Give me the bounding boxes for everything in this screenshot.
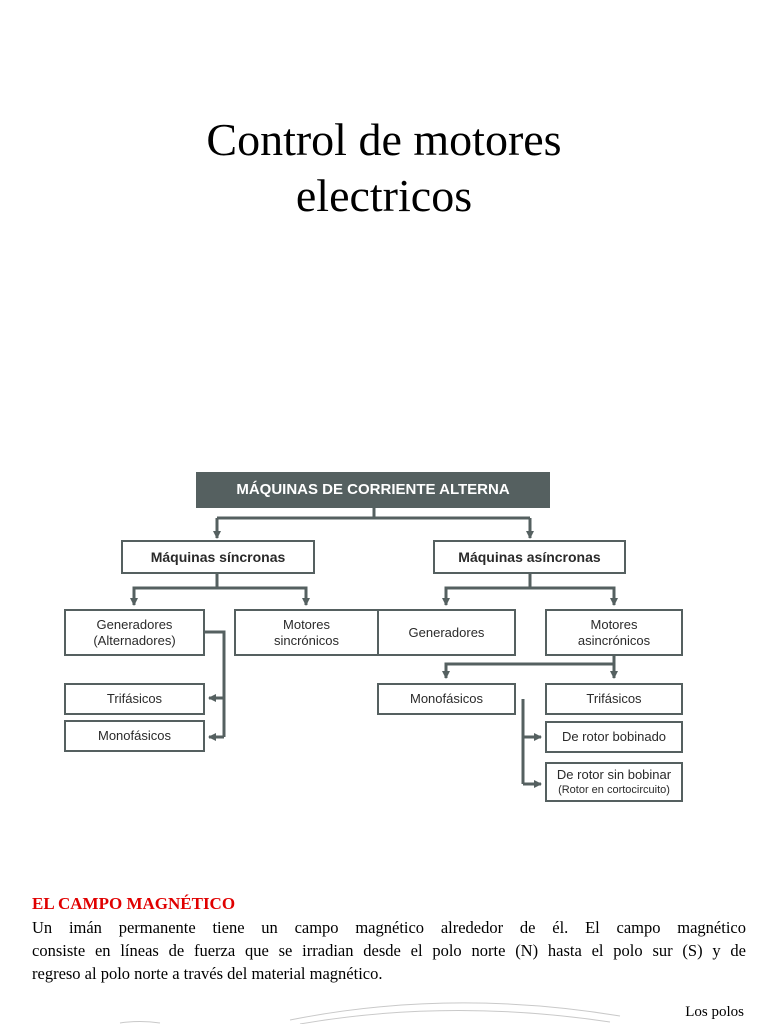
generadores-alternadores-box: Generadores (Alternadores) — [64, 609, 205, 656]
rotor-sin-bobinar-box: De rotor sin bobinar (Rotor en cortocirc… — [545, 762, 683, 802]
motores-asinc-line1: Motores — [590, 616, 638, 632]
monofasicos-sync-label: Monofásicos — [98, 728, 171, 743]
connector-root — [217, 508, 376, 520]
generadores-sync-line2: (Alternadores) — [93, 632, 176, 648]
motores-asinc-line2: asincrónicos — [577, 632, 651, 648]
title-line-1: Control de motores — [206, 114, 562, 165]
trifasicos-sync-label: Trifásicos — [106, 691, 163, 706]
monofasicos-asinc-label: Monofásicos — [410, 691, 483, 706]
paragraph-line-2: consiste en líneas de fuerza que se irra… — [32, 941, 746, 960]
magnetic-field-lines-image — [119, 1002, 621, 1024]
maquinas-asincronas-box: Máquinas asíncronas — [433, 540, 626, 574]
monofasicos-sync-box: Monofásicos — [64, 720, 205, 752]
motores-sync-line2: sincrónicos — [273, 632, 340, 648]
page-title: Control de motores electricos — [0, 112, 768, 224]
section-paragraph: Un imán permanente tiene un campo magnét… — [32, 916, 746, 985]
generadores-sync-line1: Generadores — [96, 616, 173, 632]
section-heading: EL CAMPO MAGNÉTICO — [32, 894, 236, 913]
rotor-bobinado-box: De rotor bobinado — [545, 721, 683, 753]
monofasicos-asinc-box: Monofásicos — [377, 683, 516, 715]
root-box: MÁQUINAS DE CORRIENTE ALTERNA — [196, 472, 550, 508]
trifasicos-asinc-label: Trifásicos — [586, 691, 642, 706]
trifasicos-asinc-box: Trifásicos — [545, 683, 683, 715]
maquinas-sincronas-label: Máquinas síncronas — [150, 549, 286, 565]
paragraph-line-3: regreso al polo norte a través del mater… — [32, 964, 383, 983]
generadores-asinc-label: Generadores — [408, 624, 485, 640]
motores-asincronicos-box: Motores asincrónicos — [545, 609, 683, 656]
paragraph-line-1: Un imán permanente tiene un campo magnét… — [32, 918, 746, 937]
diagram-connectors — [130, 508, 618, 788]
figure-caption: Los polos — [685, 1004, 744, 1020]
motores-sincronicos-box: Motores sincrónicos — [234, 609, 379, 656]
maquinas-asincronas-label: Máquinas asíncronas — [458, 549, 601, 565]
generadores-asinc-box: Generadores — [377, 609, 516, 656]
rotor-bobinado-label: De rotor bobinado — [561, 729, 667, 744]
title-line-2: electricos — [295, 170, 473, 221]
rotor-sin-bobinar-note: (Rotor en cortocircuito) — [558, 784, 670, 796]
motores-sync-line1: Motores — [283, 616, 330, 632]
root-label: MÁQUINAS DE CORRIENTE ALTERNA — [236, 481, 510, 498]
trifasicos-sync-box: Trifásicos — [64, 683, 205, 715]
rotor-sin-bobinar-label: De rotor sin bobinar — [556, 767, 672, 782]
maquinas-sincronas-box: Máquinas síncronas — [121, 540, 315, 574]
